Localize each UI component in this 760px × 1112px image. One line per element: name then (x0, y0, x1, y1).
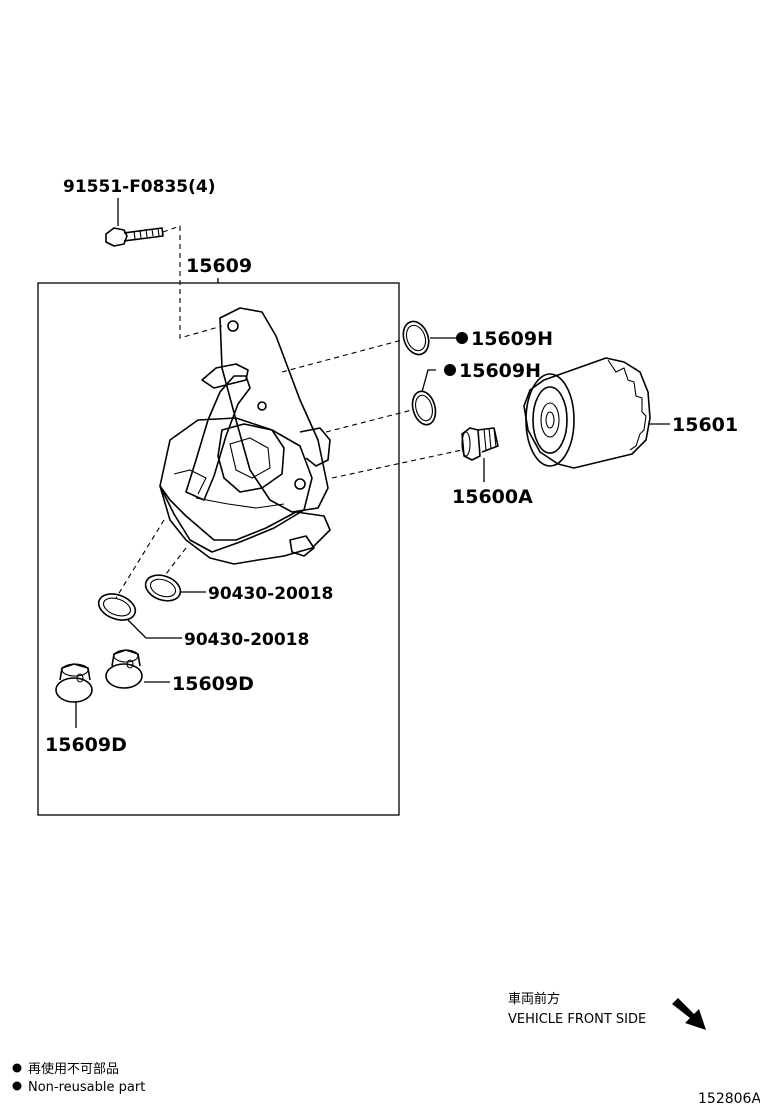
housing-callout[interactable]: 15609 (186, 255, 252, 277)
non-reusable-mark-upper (456, 332, 468, 344)
gasket-lower-callout[interactable]: 90430-20018 (184, 630, 309, 650)
gasket-lower-part[interactable] (95, 589, 139, 625)
plug-right-callout[interactable]: 15609D (172, 673, 254, 695)
non-reusable-mark-lower (444, 364, 456, 376)
dash-to-gasket-lower (115, 519, 165, 599)
oring-lower-callout[interactable]: 15609H (459, 360, 541, 382)
vehicle-front-label-en: VEHICLE FRONT SIDE (508, 1012, 646, 1027)
oring-upper-callout[interactable]: 15609H (471, 328, 553, 350)
union-bolt-part[interactable] (461, 427, 499, 461)
legend-text-en: Non-reusable part (28, 1080, 145, 1095)
vehicle-front-label-jp: 車両前方 (508, 991, 560, 1007)
oring-lower-part[interactable] (409, 389, 439, 428)
legend-text-jp: 再使用不可部品 (28, 1061, 119, 1077)
union-callout[interactable]: 15600A (452, 486, 533, 508)
filter-callout[interactable]: 15601 (672, 414, 738, 436)
bolt-callout[interactable]: 91551-F0835(4) (63, 177, 216, 197)
reference-code: 152806A (698, 1091, 760, 1107)
legend-bullet-jp (12, 1063, 22, 1073)
vehicle-front-arrow-icon (672, 998, 706, 1030)
plug-left-part[interactable] (55, 663, 93, 703)
dash-to-union (331, 449, 463, 479)
bolt-dash-line (162, 225, 223, 339)
plug-left-callout[interactable]: 15609D (45, 734, 127, 756)
oring-upper-part[interactable] (399, 318, 433, 358)
plug-right-part[interactable] (105, 649, 143, 689)
bolt-part[interactable] (105, 227, 164, 247)
dash-to-oring-lower (325, 409, 413, 433)
legend-bullet-en (12, 1081, 22, 1091)
oil-filter-part[interactable] (523, 357, 651, 469)
dash-to-oring-upper (281, 339, 403, 373)
oil-filter-housing[interactable] (159, 307, 331, 565)
gasket-lower-leader (127, 619, 182, 639)
dash-to-gasket-upper (165, 547, 187, 575)
oring-lower-leader (421, 369, 436, 393)
gasket-upper-callout[interactable]: 90430-20018 (208, 584, 333, 604)
gasket-upper-part[interactable] (142, 571, 184, 606)
